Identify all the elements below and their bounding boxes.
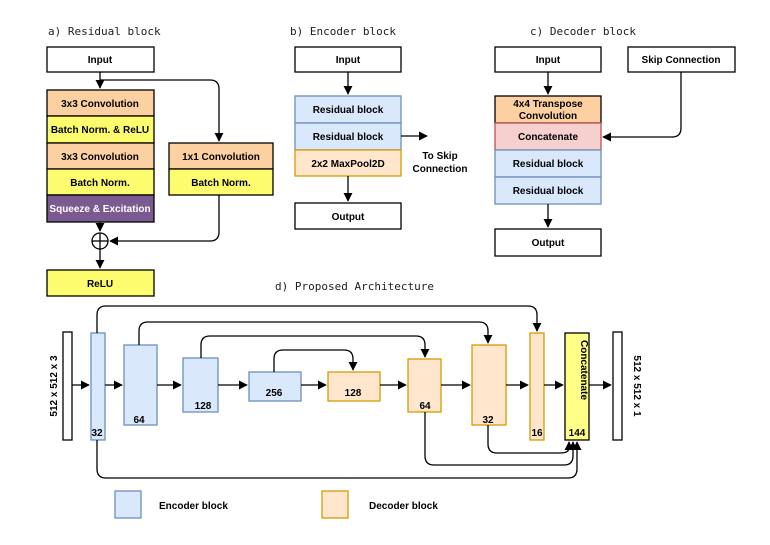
concat-from-64d bbox=[424, 412, 578, 466]
dec-skip-box bbox=[627, 46, 736, 73]
enc-input-box bbox=[294, 46, 402, 73]
legend-decoder-label: Decoder block bbox=[369, 501, 438, 512]
dec-block-64-label: 64 bbox=[419, 401, 431, 412]
dec-input-label: Input bbox=[536, 55, 561, 66]
final-concat-label: Concatenate bbox=[578, 340, 589, 400]
dec-res1-box bbox=[494, 149, 602, 178]
res-bn-skip-box bbox=[168, 168, 274, 196]
final-concat-channels: 144 bbox=[569, 428, 586, 439]
output-tensor bbox=[612, 331, 623, 441]
res-conv3-2-label: 3x3 Convolution bbox=[61, 152, 139, 163]
res-conv1-label: 1x1 Convolution bbox=[182, 152, 260, 163]
enc-skip-label-1: To Skip bbox=[422, 151, 457, 162]
dec-res2-label: Residual block bbox=[513, 186, 584, 197]
res-conv3-2-box bbox=[46, 142, 155, 170]
res-input-box bbox=[46, 46, 155, 73]
skip-128-64 bbox=[200, 335, 430, 358]
enc-res2-label: Residual block bbox=[313, 132, 384, 143]
legend: Encoder block Decoder block bbox=[114, 490, 438, 519]
dec-concat-label: Concatenate bbox=[518, 132, 578, 143]
enc-input-label: Input bbox=[336, 55, 361, 66]
res-arrow-skip-add bbox=[109, 195, 220, 246]
res-arrow-skip bbox=[100, 79, 224, 142]
enc-skip-label-2: Connection bbox=[413, 164, 468, 175]
enc-block-256-label: 256 bbox=[266, 388, 283, 399]
dec-output-label: Output bbox=[532, 238, 565, 249]
legend-encoder-swatch bbox=[114, 490, 142, 519]
enc-block-32 bbox=[90, 332, 106, 441]
res-bn-label: Batch Norm. bbox=[70, 178, 130, 189]
skip-32-16 bbox=[96, 305, 542, 333]
output-shape-label: 512 x 512 x 1 bbox=[631, 355, 642, 417]
caption-decoder-block: c) Decoder block bbox=[530, 25, 636, 38]
dec-block-32 bbox=[471, 344, 507, 426]
dec-block-128 bbox=[327, 371, 381, 402]
dec-concat-box bbox=[494, 122, 602, 151]
enc-block-128-label: 128 bbox=[195, 401, 212, 412]
concat-from-32d bbox=[487, 425, 574, 454]
enc-block-64-label: 64 bbox=[133, 415, 145, 426]
dec-block-32-label: 32 bbox=[482, 415, 494, 426]
res-relu-label: ReLU bbox=[87, 279, 113, 290]
dec-block-16-label: 16 bbox=[531, 428, 543, 439]
enc-block-256 bbox=[248, 371, 302, 402]
res-se-label: Squeeze & Excitation bbox=[49, 204, 150, 215]
panel-encoder-block: b) Encoder block Input Residual block Re… bbox=[290, 25, 468, 230]
enc-block-32-label: 32 bbox=[91, 428, 103, 439]
legend-decoder-swatch bbox=[321, 490, 349, 519]
dec-skip-label: Skip Connection bbox=[642, 55, 721, 66]
res-se-box bbox=[46, 194, 155, 223]
dec-tconv-label-2: Convolution bbox=[519, 111, 577, 122]
dec-block-16 bbox=[529, 332, 545, 441]
dec-res2-box bbox=[494, 176, 602, 205]
concat-from-32 bbox=[96, 440, 582, 479]
enc-output-box bbox=[294, 202, 402, 230]
caption-architecture: d) Proposed Architecture bbox=[275, 280, 434, 293]
enc-output-label: Output bbox=[332, 212, 365, 223]
enc-res1-label: Residual block bbox=[313, 105, 384, 116]
res-relu-box bbox=[46, 269, 155, 297]
caption-residual-block: a) Residual block bbox=[48, 25, 161, 38]
dec-tconv-label-1: 4x4 Transpose bbox=[513, 99, 583, 110]
legend-encoder-label: Encoder block bbox=[159, 501, 228, 512]
dec-block-128-label: 128 bbox=[345, 388, 362, 399]
skip-64-32 bbox=[138, 321, 493, 345]
res-conv3-1-label: 3x3 Convolution bbox=[61, 99, 139, 110]
dec-input-box bbox=[494, 46, 602, 73]
final-concat-block bbox=[564, 332, 590, 441]
dec-output-box bbox=[494, 228, 602, 257]
panel-architecture: d) Proposed Architecture 512 x 512 x 3 5… bbox=[49, 280, 642, 479]
panel-residual-block: a) Residual block Input 3x3 Convolution … bbox=[46, 25, 274, 297]
dec-arrow-skip bbox=[602, 72, 682, 142]
dec-res1-label: Residual block bbox=[513, 159, 584, 170]
res-bn-skip-label: Batch Norm. bbox=[191, 178, 251, 189]
panel-decoder-block: c) Decoder block Input Skip Connection 4… bbox=[494, 25, 736, 257]
caption-encoder-block: b) Encoder block bbox=[290, 25, 396, 38]
res-bn-relu-label: Batch Norm. & ReLU bbox=[51, 125, 149, 136]
dec-tconv-box bbox=[494, 95, 602, 124]
skip-256-128 bbox=[273, 349, 358, 372]
enc-block-64 bbox=[123, 344, 158, 426]
res-conv3-1-box bbox=[46, 89, 155, 117]
enc-pool-label: 2x2 MaxPool2D bbox=[311, 159, 384, 170]
enc-pool-box bbox=[294, 149, 402, 177]
res-input-label: Input bbox=[88, 55, 113, 66]
input-shape-label: 512 x 512 x 3 bbox=[49, 355, 60, 417]
input-tensor bbox=[62, 331, 73, 441]
